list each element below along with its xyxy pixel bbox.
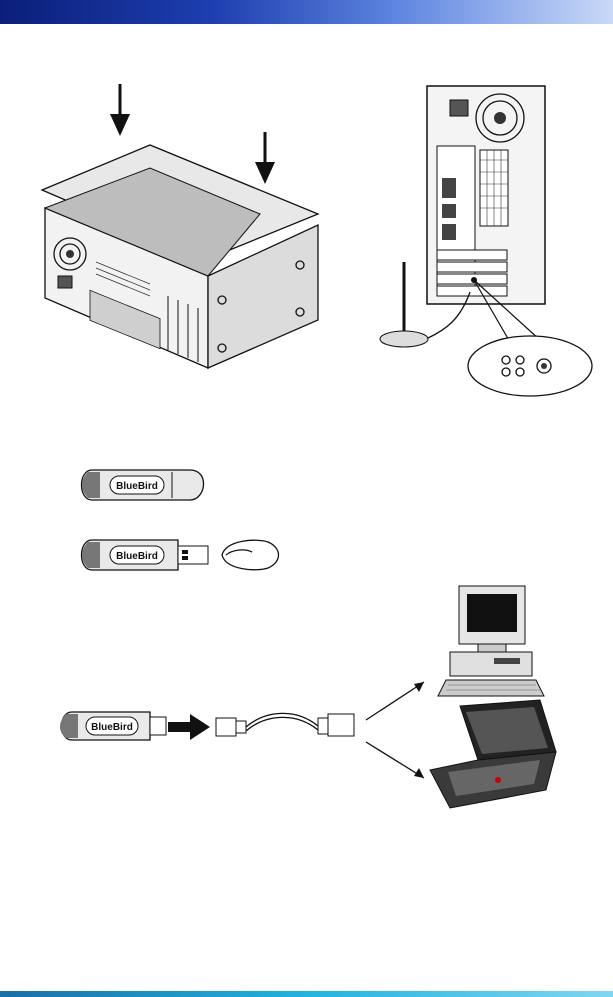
pc-case-figure bbox=[42, 84, 318, 368]
down-arrow-icon bbox=[110, 84, 130, 136]
footer-band bbox=[0, 991, 613, 997]
connection-figure: BlueBird bbox=[60, 586, 556, 808]
usb-dongle-uncapped: BlueBird bbox=[82, 540, 279, 570]
right-arrow-icon bbox=[168, 714, 210, 740]
laptop-computer-icon bbox=[430, 700, 556, 808]
desktop-computer-icon bbox=[438, 586, 544, 696]
dongle-brand-label: BlueBird bbox=[91, 722, 133, 733]
pc-rear-figure bbox=[380, 86, 592, 396]
down-arrow-icon bbox=[255, 132, 275, 184]
dongle-brand-label: BlueBird bbox=[116, 551, 158, 562]
usb-dongle-capped: BlueBird bbox=[82, 470, 204, 500]
dongle-brand-label: BlueBird bbox=[116, 481, 158, 492]
